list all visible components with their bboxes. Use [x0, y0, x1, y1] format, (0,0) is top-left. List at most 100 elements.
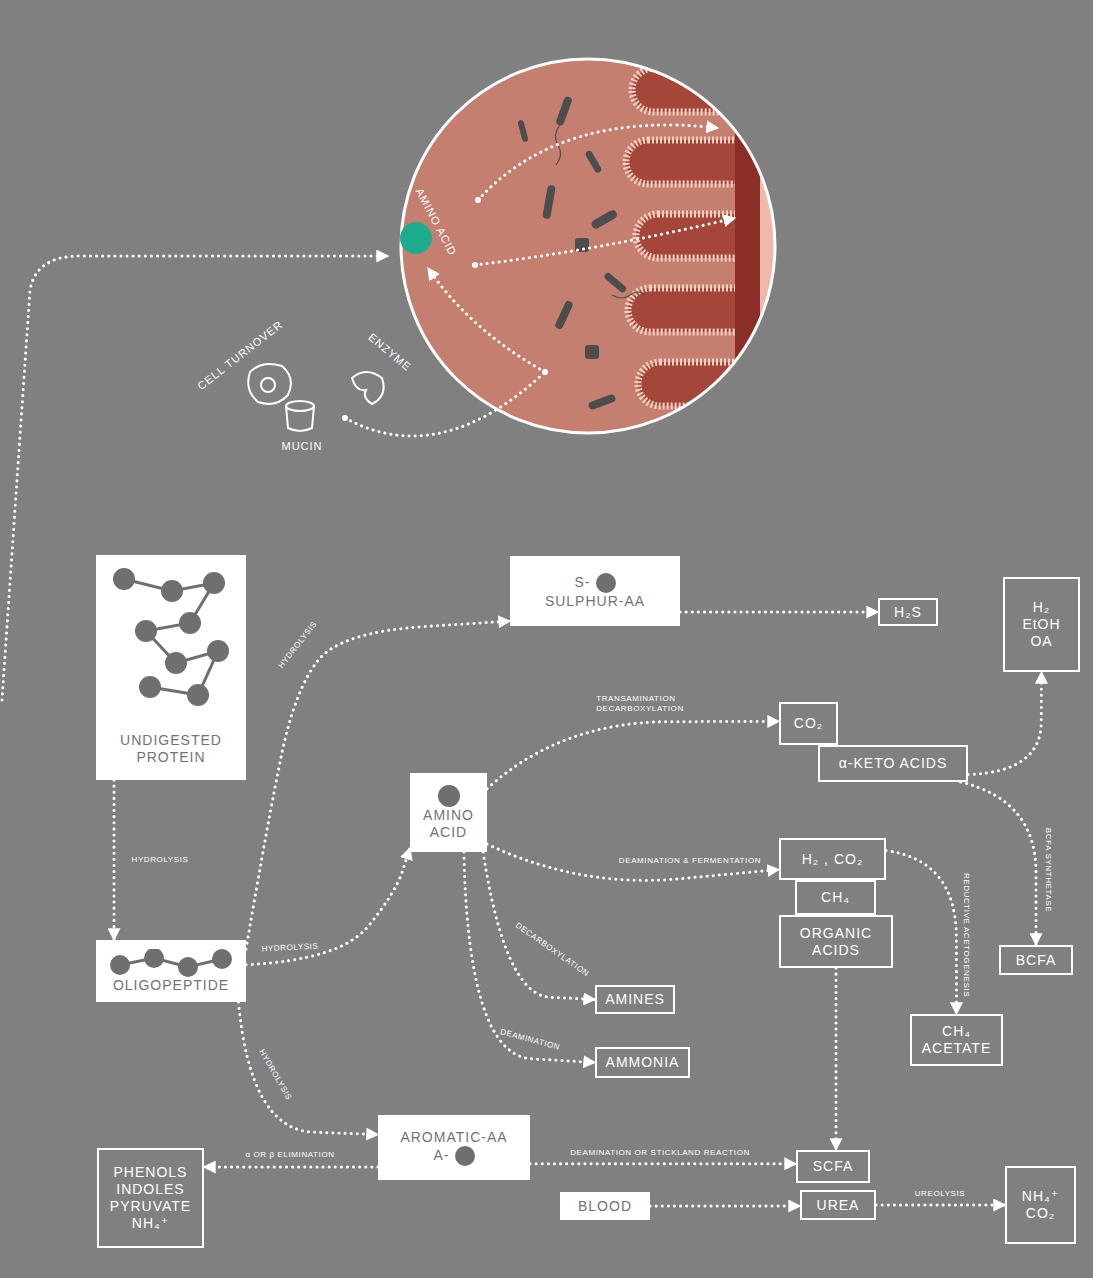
process-label: HYDROLYSIS: [261, 942, 318, 955]
peptide-chain: [108, 949, 234, 977]
product-box: CO₂: [779, 702, 838, 745]
product-box: α-KETO ACIDS: [818, 745, 968, 782]
node-label: NH₄⁺ CO₂: [1022, 1188, 1059, 1222]
peptide-chain: [106, 565, 236, 710]
process-label: DECARBOXYLATION: [513, 921, 590, 979]
dotted-connector: [886, 851, 957, 1014]
process-box: OLIGOPEPTIDE: [96, 940, 246, 1002]
node-label: α-KETO ACIDS: [839, 755, 948, 772]
enzyme-icon: [352, 372, 384, 404]
product-box: H₂ , CO₂: [779, 838, 886, 880]
source-icons: [248, 364, 383, 431]
dotted-connector: [487, 844, 779, 880]
process-label: HYDROLYSIS: [277, 619, 320, 670]
node-label: CO₂: [794, 715, 823, 732]
process-box: BLOOD: [560, 1192, 650, 1220]
process-label: REDUCTIVE ACETOGENESIS: [961, 873, 971, 997]
peptide-bond: [124, 579, 218, 695]
product-box: CH₄ ACETATE: [910, 1014, 1003, 1066]
amino-dot: [178, 957, 198, 977]
product-box: ORGANIC ACIDS: [779, 915, 893, 968]
dotted-connector: [968, 672, 1042, 775]
product-box: H₂S: [878, 598, 938, 626]
cell-icon: [248, 364, 291, 404]
sulphur-symbol: S-: [575, 573, 616, 593]
node-label: CH₄: [821, 889, 850, 906]
process-label: HYDROLYSIS: [256, 1048, 293, 1102]
node-label: SULPHUR-AA: [545, 593, 645, 610]
product-box: BCFA: [999, 945, 1073, 975]
dotted-connector: [530, 1162, 796, 1165]
node-label: A-: [434, 1147, 450, 1164]
process-label: DEAMINATION & FERMENTATION: [619, 856, 761, 866]
process-box: AROMATIC-AAA-: [378, 1115, 530, 1180]
amino-dot: [139, 676, 161, 698]
aromatic-symbol: A-: [434, 1146, 475, 1166]
product-box: H₂ EtOH OA: [1003, 577, 1080, 672]
product-box: SCFA: [796, 1150, 870, 1183]
node-label: AROMATIC-AA: [400, 1129, 507, 1146]
process-label: TRANSAMINATION DECARBOXYLATION: [596, 694, 684, 714]
dotted-connector: [650, 1205, 800, 1208]
product-box: AMMONIA: [595, 1047, 690, 1078]
process-label: HYDROLYSIS: [132, 855, 189, 865]
dotted-connector: [961, 782, 1037, 945]
source-label: CELL TURNOVER: [195, 318, 285, 392]
amino-dot: [165, 652, 187, 674]
amino-dot: [438, 785, 460, 807]
intestine-section: [400, 50, 800, 450]
node-label: AMINO ACID: [423, 807, 474, 841]
mucin-icon: [286, 406, 314, 431]
amino-dot: [179, 612, 201, 634]
dotted-connector: [835, 968, 838, 1150]
amino-dot: [161, 580, 183, 602]
lumen: [400, 50, 800, 450]
dotted-connector: [680, 611, 878, 614]
node-label: UNDIGESTED PROTEIN: [120, 732, 222, 766]
process-label: BCFA SYNTHETASE: [1043, 828, 1053, 912]
amino-dot: [596, 573, 616, 593]
node-label: CH₄ ACETATE: [922, 1023, 991, 1057]
dotted-connector: [487, 721, 779, 788]
process-box: UNDIGESTED PROTEIN: [96, 555, 246, 780]
amino-dot: [596, 573, 616, 593]
amino-dot: [110, 955, 130, 975]
cell-nucleus: [261, 378, 275, 392]
dotted-connector: [204, 1166, 378, 1169]
dotted-connector: [464, 852, 595, 1063]
process-box: S- SULPHUR-AA: [510, 556, 680, 626]
product-box: NH₄⁺ CO₂: [1005, 1166, 1076, 1244]
amino-dot: [135, 620, 157, 642]
dotted-connector: [876, 1204, 1005, 1207]
amino-dot: [187, 684, 209, 706]
amino-dot: [113, 568, 135, 590]
node-label: SCFA: [813, 1158, 854, 1175]
node-label: ORGANIC ACIDS: [800, 925, 872, 959]
peptide-bond: [120, 958, 222, 967]
product-box: CH₄: [795, 880, 876, 915]
dotted-connector: [239, 1002, 379, 1135]
dotted-connector: [113, 780, 116, 940]
node-label: H₂S: [894, 604, 922, 621]
product-box: UREA: [800, 1190, 876, 1220]
amino-dot: [144, 949, 164, 968]
process-label: UREOLYSIS: [915, 1189, 966, 1199]
process-label: α OR β ELIMINATION: [245, 1150, 334, 1160]
dotted-connector: [246, 848, 410, 965]
node-label: BLOOD: [578, 1198, 632, 1215]
source-label: ENZYME: [366, 331, 413, 374]
node-label: UREA: [817, 1197, 860, 1214]
amino-dot: [438, 785, 460, 807]
flagella: [555, 125, 646, 298]
node-label: OLIGOPEPTIDE: [113, 977, 229, 994]
node-label: H₂ EtOH OA: [1022, 599, 1060, 649]
node-label: BCFA: [1016, 952, 1057, 969]
node-label: S-: [575, 574, 591, 591]
process-label: DEAMINATION OR STICKLAND REACTION: [570, 1148, 750, 1158]
amino-dot: [212, 949, 232, 969]
amino-dot: [455, 1146, 475, 1166]
submucosa: [760, 50, 800, 450]
dotted-connector: [483, 852, 595, 1000]
node-label: H₂ , CO₂: [802, 851, 864, 868]
